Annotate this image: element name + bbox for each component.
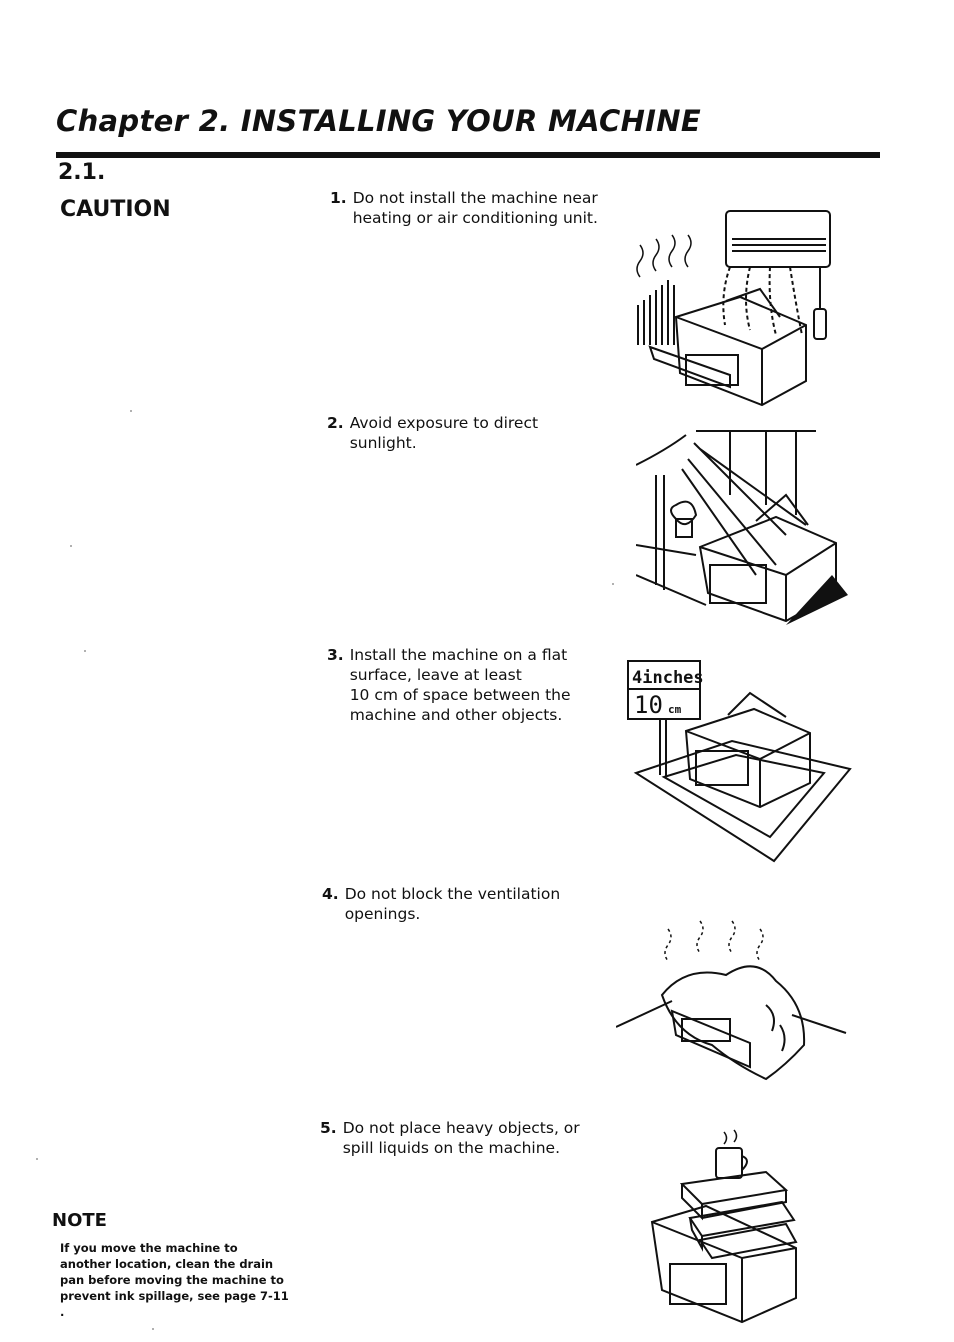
scan-speck <box>152 1328 154 1330</box>
item-number: 4. <box>322 885 339 903</box>
sunlight-printer-illustration <box>636 425 848 630</box>
scan-speck <box>130 410 132 412</box>
note-text: If you move the machine to another locat… <box>60 1241 289 1319</box>
item-number: 2. <box>327 414 344 432</box>
chapter-title: Chapter 2. INSTALLING YOUR MACHINE <box>56 104 701 138</box>
caution-item-1: 1. Do not install the machine near heati… <box>330 188 598 228</box>
note-heading: NOTE <box>52 1210 107 1231</box>
scan-speck <box>612 583 614 585</box>
sign-inches-label: 4inches <box>632 668 704 688</box>
section-heading: CAUTION <box>60 197 171 222</box>
sign-cm-value: 10 <box>634 691 663 719</box>
item-text: Do not block the ventilation openings. <box>344 885 561 923</box>
covered-printer-illustration <box>616 915 848 1085</box>
books-cup-printer-illustration <box>646 1128 816 1324</box>
item-text: Do not install the machine near heating … <box>352 189 598 227</box>
scan-speck <box>70 545 72 547</box>
clearance-sign-printer-illustration: 4inches 10 cm <box>624 655 852 865</box>
section-number: 2.1. <box>58 160 106 185</box>
chapter-rule <box>56 152 880 158</box>
scan-speck <box>84 650 86 652</box>
item-number: 5. <box>320 1119 337 1137</box>
sign-cm-unit: cm <box>668 703 682 716</box>
caution-item-2: 2. Avoid exposure to direct sunlight. <box>327 413 538 453</box>
caution-item-3: 3. Install the machine on a flat surface… <box>327 645 571 725</box>
air-conditioner-printer-illustration <box>630 205 836 410</box>
item-text: Do not place heavy objects, or spill liq… <box>342 1119 580 1157</box>
item-number: 3. <box>327 646 344 664</box>
item-number: 1. <box>330 189 347 207</box>
caution-item-4: 4. Do not block the ventilation openings… <box>322 884 560 924</box>
scan-speck <box>36 1158 38 1160</box>
item-text: Avoid exposure to direct sunlight. <box>349 414 539 452</box>
item-text: Install the machine on a flat surface, l… <box>349 646 571 724</box>
caution-item-5: 5. Do not place heavy objects, or spill … <box>320 1118 580 1158</box>
